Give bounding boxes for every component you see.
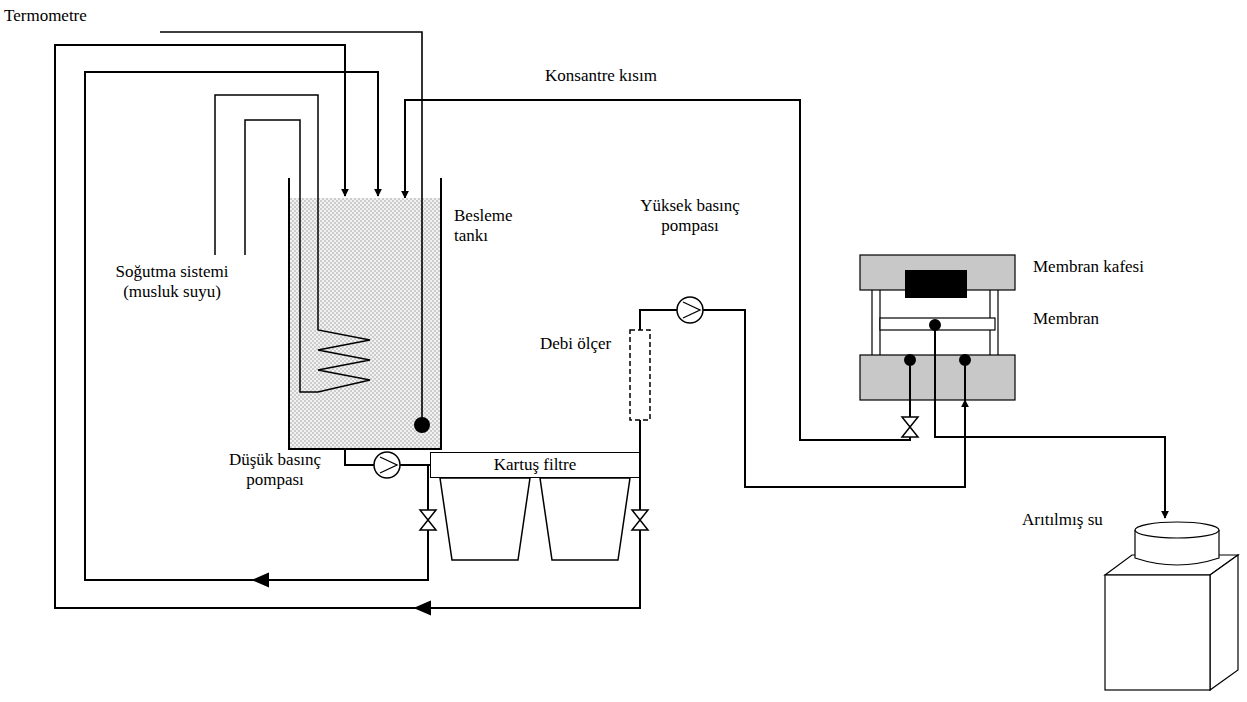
valve-symbol (902, 417, 918, 437)
cartridge-filter: Kartuş filtre (430, 452, 640, 478)
bypass-line (85, 72, 428, 580)
tank-liquid (290, 198, 440, 448)
flow-arrow (254, 574, 268, 586)
balance-front (1105, 575, 1210, 690)
part-label: Soğutma sistemi (musluk suyu) (92, 262, 252, 303)
permeate-line (935, 325, 1165, 518)
pump-symbol (380, 457, 397, 473)
valve-symbol (420, 510, 436, 530)
pump-symbol (374, 452, 400, 478)
tank-wall (289, 178, 441, 198)
pipe-connector (405, 100, 910, 440)
thermometer-wire (160, 32, 422, 418)
node-heading: Besleme tankı (454, 206, 536, 247)
collection-cup (1135, 522, 1219, 538)
cage-plate (860, 355, 1015, 400)
balance-side (1210, 555, 1238, 690)
node-heading: Kartuş filtre (494, 455, 577, 475)
node-label: Membran (1033, 309, 1153, 329)
flow-arrow (416, 602, 430, 614)
port-dot (905, 355, 915, 365)
pump-symbol (683, 302, 700, 318)
thermometer-bulb (415, 418, 429, 432)
port-dot (960, 355, 970, 365)
valve-symbol (632, 510, 648, 530)
pump-symbol (677, 297, 703, 323)
part-label: Konsantre kısım (545, 66, 657, 86)
part-label: Arıtılmış su (1022, 510, 1103, 530)
part-label: Debi ölçer (540, 334, 611, 354)
part-label: Düşük basınç pompası (215, 450, 335, 491)
cooling-coil (215, 95, 370, 392)
part-label: Termometre (4, 6, 87, 26)
part-label: Yüksek basınç pompası (630, 196, 750, 237)
membrane-sheet (880, 318, 995, 330)
feed-tank: Besleme tankı (288, 198, 442, 450)
filter-cartridge (540, 478, 630, 560)
flow-meter (630, 330, 650, 420)
bypass-line (55, 45, 640, 608)
membrane-cell: Membran kafesiMembran (860, 255, 1015, 400)
node-heading: Membran kafesi (1033, 257, 1173, 277)
cage-port (910, 360, 965, 400)
cage-block (905, 270, 967, 298)
filter-cartridge (440, 478, 530, 560)
